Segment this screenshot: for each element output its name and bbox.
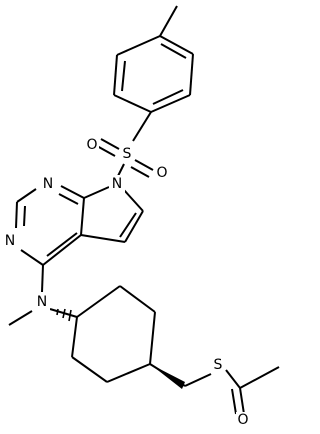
bond-cy-c6-c1 xyxy=(71,316,78,358)
stereo-wedge-methylene xyxy=(150,364,185,389)
label-bg-o-right xyxy=(155,165,169,181)
label-bg-n7 xyxy=(109,175,125,193)
atom-n1: N xyxy=(43,176,53,192)
bond-sulfur-oxygen-left-a xyxy=(100,138,120,150)
label-bg-o-carbonyl xyxy=(236,412,250,428)
bond-sulfur-oxygen-right-b xyxy=(130,166,150,178)
bond-aryl-c6-c1 xyxy=(159,35,194,55)
bond-aryl-c2-c3 xyxy=(113,54,118,96)
bond-sulfur-n7 xyxy=(117,163,125,177)
bond-c7a-n1-inner xyxy=(58,193,79,205)
atom-o-sulfonyl-left: O xyxy=(86,137,97,153)
bond-aryl-c3-c4 xyxy=(113,94,152,113)
bond-c4-c4a-inner xyxy=(46,232,78,257)
bond-sulfur-oxygen-left-b xyxy=(96,145,116,157)
label-bg-s-sulfonyl xyxy=(120,145,134,163)
label-bg-s-thio xyxy=(211,356,225,374)
atom-labels: O S O N N N N S O xyxy=(2,137,250,428)
bond-c4-c4a xyxy=(42,234,82,266)
bond-c2-n3-inner xyxy=(23,205,26,227)
bond-cy-c2-c3 xyxy=(119,285,156,313)
bond-amine-methyl xyxy=(8,310,33,326)
bond-methyl-aryl xyxy=(159,5,178,37)
bond-cy-c5-c6 xyxy=(71,356,108,383)
bond-c4a-c7a xyxy=(80,197,85,236)
bond-sulfur-oxygen-right-a xyxy=(134,159,154,171)
atom-s-sulfonyl: S xyxy=(123,146,132,162)
bond-cy-c3-c4 xyxy=(149,311,156,365)
atom-o-sulfonyl-right: O xyxy=(156,165,167,181)
bond-n3-c4 xyxy=(20,249,44,266)
bond-c2-n3 xyxy=(15,201,18,229)
stereo-marks xyxy=(56,308,185,389)
bond-methylene-thio xyxy=(184,373,212,387)
label-bg-n3 xyxy=(2,232,18,250)
stereo-hash-1 xyxy=(56,308,59,316)
atom-n7: N xyxy=(112,176,122,192)
bond-aryl-c5-c6 xyxy=(189,53,194,96)
label-bg-n1 xyxy=(40,175,56,193)
bond-c5-c4a xyxy=(80,234,126,243)
bonds xyxy=(8,5,280,415)
bond-aryl-inner-1 xyxy=(121,60,126,92)
bond-n1-c2 xyxy=(16,188,37,203)
bond-aryl-sulfur xyxy=(132,111,152,142)
bond-thio-carbonyl xyxy=(225,369,241,389)
bond-cy-c4-c5 xyxy=(106,363,151,383)
bond-c4-amine xyxy=(41,264,44,293)
bond-carbonyl-oxygen-a xyxy=(239,387,245,415)
bond-n7-c7a xyxy=(83,186,110,199)
label-bg-amine xyxy=(34,293,50,311)
bond-c7a-n1 xyxy=(60,185,85,199)
molecule-structure-diagram: O S O N N N N S O xyxy=(2,5,280,428)
bond-c6-c5-inner xyxy=(119,212,137,238)
atom-n-amine: N xyxy=(37,294,47,310)
bond-cy-c1-c2 xyxy=(76,285,121,318)
label-bg-o-left xyxy=(85,137,99,153)
bond-aryl-c1-c2 xyxy=(116,35,161,56)
atom-n3: N xyxy=(5,233,15,249)
bond-n7-c6 xyxy=(123,189,144,212)
bond-aryl-inner-3 xyxy=(160,43,187,59)
bond-aryl-inner-2 xyxy=(152,89,184,105)
stereo-hash-2 xyxy=(62,308,66,319)
bond-carbonyl-methyl xyxy=(239,366,280,389)
atom-o-carbonyl: O xyxy=(237,412,248,428)
bond-carbonyl-oxygen-b xyxy=(231,388,237,415)
bond-aryl-c4-c5 xyxy=(150,94,191,113)
bond-c6-c5 xyxy=(124,210,144,243)
atom-s-thio: S xyxy=(214,357,223,373)
stereo-hash-3 xyxy=(68,309,72,322)
